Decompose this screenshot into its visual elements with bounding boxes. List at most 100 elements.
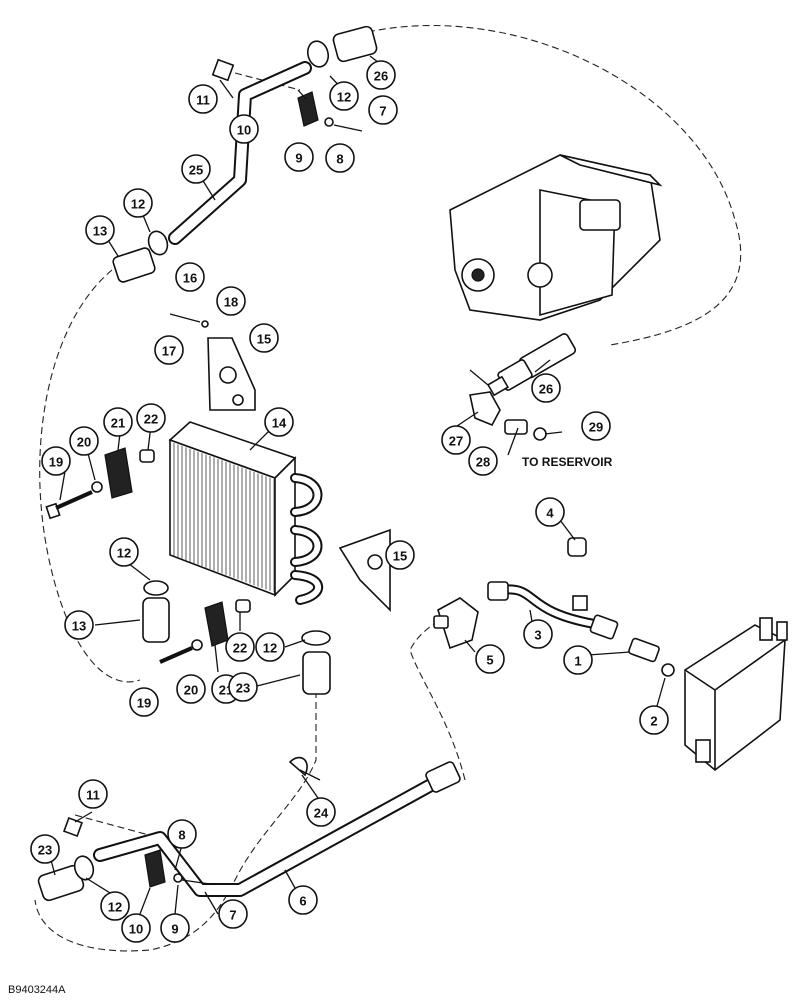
callout-number: 15 bbox=[257, 332, 271, 347]
callout-circle bbox=[368, 95, 398, 125]
callout-c12a: 12 bbox=[329, 81, 359, 111]
callout-circle bbox=[103, 407, 133, 437]
callout-circle bbox=[136, 403, 166, 433]
callout-circle bbox=[216, 286, 246, 316]
callout-number: 22 bbox=[144, 412, 158, 427]
lower-hose bbox=[37, 817, 95, 902]
callout-c12b: 12 bbox=[123, 188, 153, 218]
callout-c20a: 20 bbox=[69, 426, 99, 456]
callout-number: 22 bbox=[233, 641, 247, 656]
callout-circle bbox=[160, 913, 190, 943]
callout-c22b: 22 bbox=[225, 632, 255, 662]
callout-circle bbox=[385, 540, 415, 570]
callout-c12d: 12 bbox=[255, 632, 285, 662]
callout-number: 10 bbox=[129, 922, 143, 937]
callout-number: 10 bbox=[237, 123, 251, 138]
callout-number: 25 bbox=[189, 163, 203, 178]
callout-c15b: 15 bbox=[385, 540, 415, 570]
callout-circle bbox=[218, 899, 248, 929]
callout-number: 26 bbox=[539, 382, 553, 397]
control-valve bbox=[684, 617, 788, 772]
callout-number: 6 bbox=[299, 894, 306, 909]
callout-c18: 18 bbox=[216, 286, 246, 316]
callout-c9b: 9 bbox=[160, 913, 190, 943]
callout-c14: 14 bbox=[264, 407, 294, 437]
callout-c9a: 9 bbox=[284, 142, 314, 172]
callout-number: 23 bbox=[236, 681, 250, 696]
upper-hose bbox=[211, 25, 378, 82]
callout-c17: 17 bbox=[154, 335, 184, 365]
pump-hose-fitting bbox=[469, 333, 577, 441]
callout-c23b: 23 bbox=[30, 834, 60, 864]
callout-number: 17 bbox=[162, 344, 176, 359]
callout-circle bbox=[225, 632, 255, 662]
callout-circle bbox=[167, 819, 197, 849]
callout-c5: 5 bbox=[475, 644, 505, 674]
callout-circle bbox=[228, 672, 258, 702]
callout-number: 13 bbox=[93, 224, 107, 239]
callout-circle bbox=[78, 779, 108, 809]
callout-circle bbox=[264, 407, 294, 437]
callout-c21a: 21 bbox=[103, 407, 133, 437]
callout-circle bbox=[41, 446, 71, 476]
callout-circle bbox=[188, 84, 218, 114]
reference-code: B9403244A bbox=[8, 984, 66, 996]
callout-c7a: 7 bbox=[368, 95, 398, 125]
callout-leaders bbox=[50, 55, 666, 915]
callout-c8a: 8 bbox=[325, 143, 355, 173]
callout-c2: 2 bbox=[639, 705, 669, 735]
callout-number: 27 bbox=[449, 434, 463, 449]
callout-number: 12 bbox=[263, 641, 277, 656]
callout-number: 9 bbox=[171, 922, 178, 937]
callout-circle bbox=[468, 446, 498, 476]
callout-circle bbox=[288, 885, 318, 915]
callout-number: 12 bbox=[108, 900, 122, 915]
hose-13-lower bbox=[142, 580, 170, 643]
callout-number: 5 bbox=[486, 653, 493, 668]
callout-c13b: 13 bbox=[64, 610, 94, 640]
callout-c23a: 23 bbox=[228, 672, 258, 702]
callout-number: 16 bbox=[183, 271, 197, 286]
callout-number: 19 bbox=[137, 696, 151, 711]
callout-number: 2 bbox=[650, 714, 657, 729]
callout-circle bbox=[30, 834, 60, 864]
callout-circle bbox=[249, 323, 279, 353]
callout-number: 26 bbox=[374, 69, 388, 84]
callout-c8b: 8 bbox=[167, 819, 197, 849]
upper-clamp bbox=[297, 91, 363, 132]
callout-c12c: 12 bbox=[109, 537, 139, 567]
callout-c10a: 10 bbox=[229, 114, 259, 144]
callout-circle bbox=[175, 262, 205, 292]
callout-number: 18 bbox=[224, 295, 238, 310]
callout-number: 13 bbox=[72, 619, 86, 634]
oil-cooler bbox=[168, 421, 324, 605]
callout-circle bbox=[441, 425, 471, 455]
callout-number: 15 bbox=[393, 549, 407, 564]
callout-circle bbox=[255, 632, 285, 662]
callout-number: 4 bbox=[546, 506, 554, 521]
callout-number: 9 bbox=[295, 151, 302, 166]
hose-23-right bbox=[301, 630, 331, 695]
clamp-21-upper bbox=[104, 447, 155, 499]
callout-c13a: 13 bbox=[85, 215, 115, 245]
callout-number: 12 bbox=[117, 546, 131, 561]
right-fittings bbox=[433, 537, 675, 677]
callout-circle bbox=[284, 142, 314, 172]
callout-c20b: 20 bbox=[176, 674, 206, 704]
callout-c24: 24 bbox=[306, 797, 336, 827]
callout-number: 24 bbox=[314, 806, 329, 821]
callout-c26b: 26 bbox=[531, 373, 561, 403]
callout-circle bbox=[581, 411, 611, 441]
tie-strap bbox=[288, 756, 321, 781]
callout-labels: 1234567788991010111112121212121313141515… bbox=[30, 60, 669, 943]
callout-circle bbox=[123, 188, 153, 218]
callout-circle bbox=[563, 645, 593, 675]
hose-13-upper bbox=[112, 230, 169, 283]
callout-c11b: 11 bbox=[78, 779, 108, 809]
clamp-21-lower bbox=[159, 599, 251, 664]
callout-circle bbox=[229, 114, 259, 144]
callout-circle bbox=[325, 143, 355, 173]
callout-circle bbox=[306, 797, 336, 827]
callout-number: 7 bbox=[229, 908, 236, 923]
